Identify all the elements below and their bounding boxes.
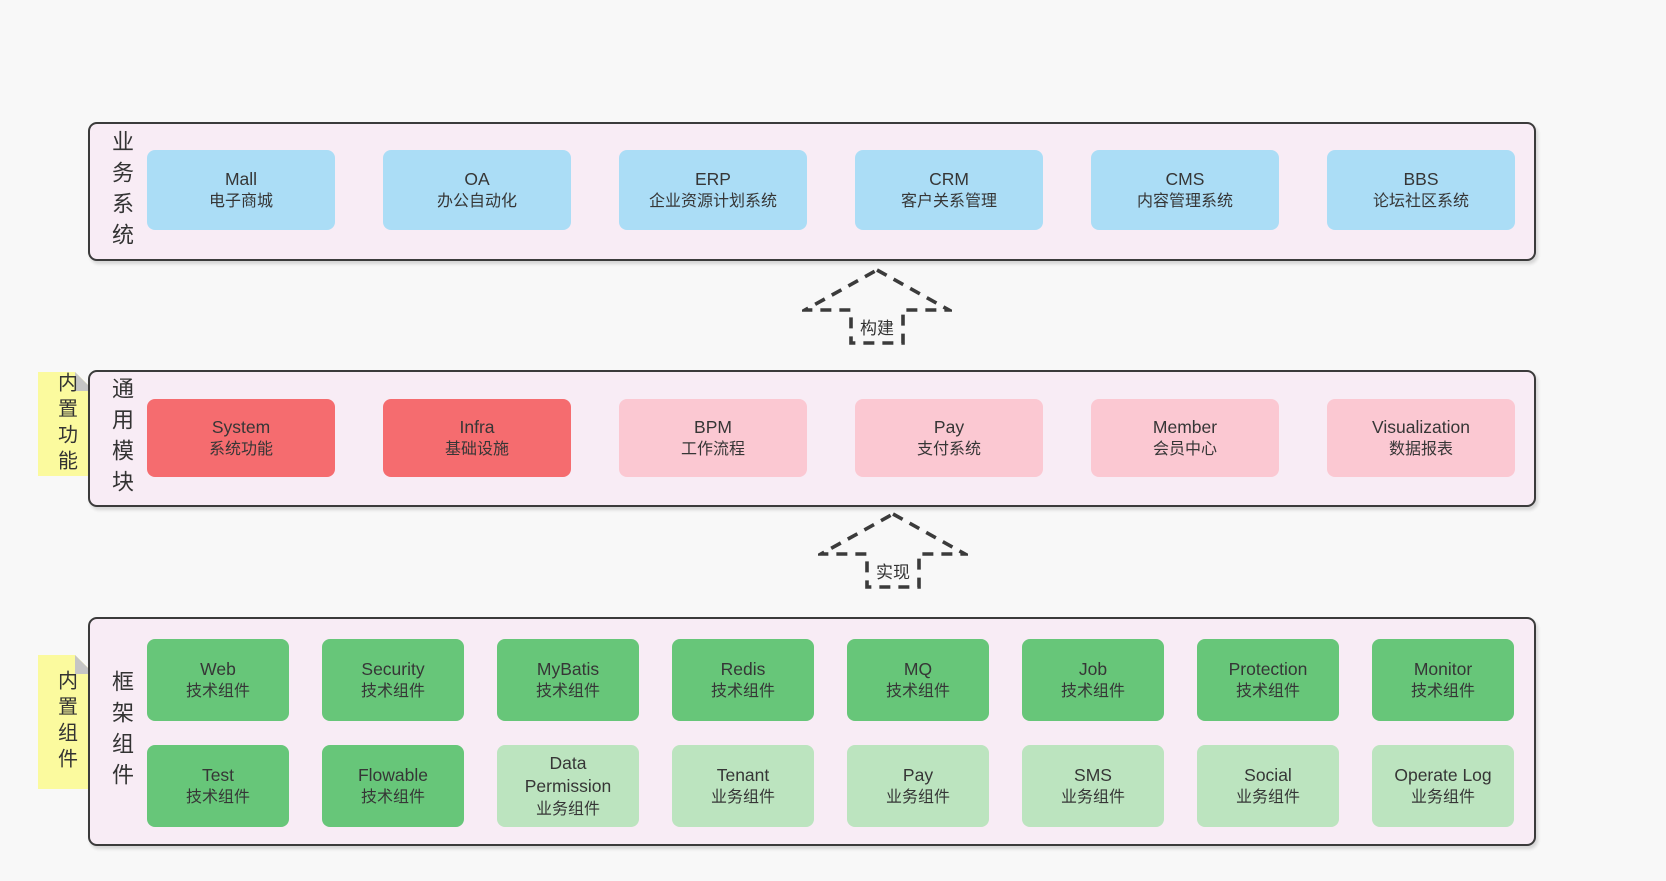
box-subtitle: 技术组件 (1235, 683, 1300, 700)
box-crm: CRM 客户关系管理 (855, 150, 1043, 230)
panel-common-modules: 通用模块 System 系统功能 Infra 基础设施 BPM 工作流程 Pay 支付系统 Mem… (88, 370, 1536, 507)
box-title: Social (1244, 764, 1292, 785)
box-job: Job 技术组件 (1022, 639, 1164, 721)
box-title: Member (1152, 416, 1218, 437)
box-title: SMS (1074, 764, 1112, 785)
box-subtitle: 技术组件 (360, 789, 425, 806)
box-title: Pay (933, 416, 965, 437)
box-system: System 系统功能 (147, 399, 335, 477)
box-subtitle: 数据报表 (1388, 441, 1453, 458)
up-arrow-icon: 实现 (818, 511, 968, 591)
box-subtitle: 客户关系管理 (900, 193, 997, 210)
box-subtitle: 办公自动化 (436, 193, 517, 210)
box-bpm: BPM 工作流程 (619, 399, 807, 477)
box-title: Job (1078, 658, 1108, 679)
box-pay: Pay 支付系统 (855, 399, 1043, 477)
box-subtitle: 支付系统 (916, 441, 981, 458)
panel-side-label-common-modules: 通用模块 (109, 376, 134, 501)
box-title: MQ (903, 658, 933, 679)
box-mall: Mall 电子商城 (147, 150, 335, 230)
box-subtitle: 基础设施 (444, 441, 509, 458)
box-erp: ERP 企业资源计划系统 (619, 150, 807, 230)
box-monitor: Monitor 技术组件 (1372, 639, 1514, 721)
box-title: Redis (720, 658, 766, 679)
box-redis: Redis 技术组件 (672, 639, 814, 721)
sticky-note-label: 内置功能 (54, 372, 77, 476)
box-sms: SMS 业务组件 (1022, 745, 1164, 827)
sticky-note-common-modules: 内置功能 (38, 372, 94, 476)
box-oa: OA 办公自动化 (383, 150, 571, 230)
sticky-note-label: 内置组件 (54, 670, 77, 774)
box-title: Tenant (716, 764, 770, 785)
box-subtitle: 技术组件 (535, 683, 600, 700)
arrow-label: 实现 (872, 558, 914, 583)
box-subtitle: 技术组件 (1060, 683, 1125, 700)
box-title: Protection (1228, 658, 1308, 679)
box-mybatis: MyBatis 技术组件 (497, 639, 639, 721)
panel-framework-components: 框架组件 Web 技术组件 Security 技术组件 MyBatis 技术组件 Redis 技… (88, 617, 1536, 846)
box-subtitle: 系统功能 (208, 441, 273, 458)
box-subtitle: 业务组件 (1235, 789, 1300, 806)
box-social: Social 业务组件 (1197, 745, 1339, 827)
box-title: Test (201, 764, 235, 785)
box-subtitle: 论坛社区系统 (1372, 193, 1469, 210)
box-member: Member 会员中心 (1091, 399, 1279, 477)
box-subtitle: 业务组件 (885, 789, 950, 806)
box-cms: CMS 内容管理系统 (1091, 150, 1279, 230)
box-title: MyBatis (536, 658, 600, 679)
box-title: Operate Log (1394, 764, 1492, 785)
box-subtitle: 技术组件 (885, 683, 950, 700)
box-title: BPM (694, 416, 732, 437)
panel-side-label-framework-components: 框架组件 (109, 669, 134, 794)
box-subtitle: 内容管理系统 (1136, 193, 1233, 210)
box-title: ERP (695, 168, 731, 189)
box-title: Data Permission (524, 752, 612, 797)
box-title: Visualization (1372, 416, 1470, 437)
box-title: CRM (929, 168, 969, 189)
box-security: Security 技术组件 (322, 639, 464, 721)
box-subtitle: 企业资源计划系统 (648, 193, 777, 210)
box-subtitle: 技术组件 (710, 683, 775, 700)
box-title: BBS (1403, 168, 1439, 189)
box-title: Web (200, 658, 236, 679)
box-flowable: Flowable 技术组件 (322, 745, 464, 827)
box-title: System (211, 416, 271, 437)
up-arrow-icon: 构建 (802, 267, 952, 347)
panel-side-label-business-systems: 业务系统 (109, 129, 134, 254)
box-subtitle: 技术组件 (185, 789, 250, 806)
box-subtitle: 技术组件 (360, 683, 425, 700)
box-subtitle: 业务组件 (1410, 789, 1475, 806)
box-visualization: Visualization 数据报表 (1327, 399, 1515, 477)
box-subtitle: 业务组件 (1060, 789, 1125, 806)
box-operate-log: Operate Log 业务组件 (1372, 745, 1514, 827)
box-title: Monitor (1413, 658, 1473, 679)
box-title: OA (464, 168, 490, 189)
box-title: Infra (459, 416, 495, 437)
box-test: Test 技术组件 (147, 745, 289, 827)
sticky-note-framework-components: 内置组件 (38, 655, 94, 789)
box-infra: Infra 基础设施 (383, 399, 571, 477)
box-title: Mall (224, 168, 258, 189)
box-subtitle: 电子商城 (208, 193, 273, 210)
box-subtitle: 业务组件 (535, 800, 600, 818)
box-title: Pay (902, 764, 934, 785)
box-pay: Pay 业务组件 (847, 745, 989, 827)
box-protection: Protection 技术组件 (1197, 639, 1339, 721)
box-data-permission: Data Permission 业务组件 (497, 745, 639, 827)
box-subtitle: 技术组件 (1410, 683, 1475, 700)
box-subtitle: 会员中心 (1152, 441, 1217, 458)
box-bbs: BBS 论坛社区系统 (1327, 150, 1515, 230)
box-web: Web 技术组件 (147, 639, 289, 721)
box-title: Security (361, 658, 425, 679)
box-subtitle: 工作流程 (680, 441, 745, 458)
box-subtitle: 业务组件 (710, 789, 775, 806)
box-title: Flowable (357, 764, 429, 785)
box-mq: MQ 技术组件 (847, 639, 989, 721)
box-subtitle: 技术组件 (185, 683, 250, 700)
arrow-label: 构建 (856, 314, 898, 339)
box-tenant: Tenant 业务组件 (672, 745, 814, 827)
box-title: CMS (1165, 168, 1205, 189)
